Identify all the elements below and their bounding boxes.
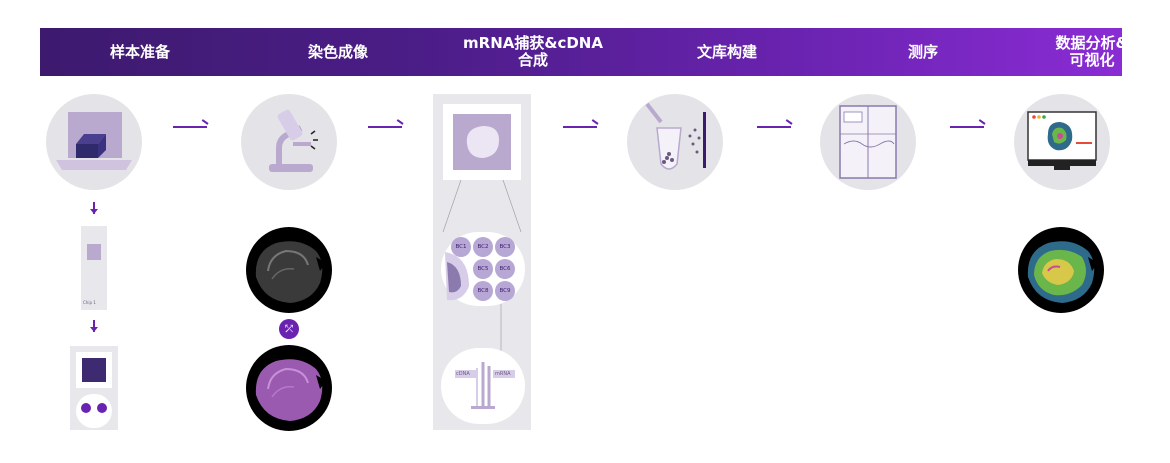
zoom-lines-icon [442, 179, 522, 356]
arrow-right-icon [173, 126, 207, 128]
spot-fragment-icon [445, 252, 469, 301]
barcode-spot: BC1 [451, 237, 471, 257]
arrow-right-icon [563, 126, 597, 128]
tissue-section-icon [466, 126, 499, 158]
spatial-expression-map-image [1018, 227, 1104, 313]
capture-panel: BC1 BC2 BC3 BC5 BC6 BC8 BC9 cDNA mRNA [433, 94, 531, 430]
chip-label: Chip 1 [83, 300, 96, 305]
sample-prep-icon [46, 94, 142, 190]
barcode-spot: BC3 [495, 237, 515, 257]
analysis-monitor-icon [1014, 94, 1110, 190]
barcode-spot: BC8 [473, 281, 493, 301]
arrow-right-icon [757, 126, 791, 128]
cdna-label: cDNA [456, 371, 470, 377]
barcode-spot: BC6 [495, 259, 515, 279]
step-label-data-analysis: 数据分析& 可视化 [1055, 34, 1129, 69]
barcode-spot: BC9 [495, 281, 515, 301]
barcode-spot: BC2 [473, 237, 493, 257]
sequencer-icon [820, 94, 916, 190]
chip-slide: Chip 1 [81, 226, 107, 310]
probe-strand-icon [455, 362, 515, 409]
step-label-sequencing: 测序 [907, 42, 938, 61]
overlay-icon: ⤱ [279, 319, 299, 339]
step-label-sample-prep: 样本准备 [109, 42, 170, 61]
library-tube-icon [627, 94, 723, 190]
barcode-spot: BC5 [473, 259, 493, 279]
microscope-icon [241, 94, 337, 190]
stained-tissue-he-image [246, 345, 332, 431]
arrow-right-icon [950, 126, 984, 128]
stained-tissue-grayscale-image [246, 227, 332, 313]
chip-detail-panel [70, 346, 118, 430]
arrow-down-icon [90, 202, 98, 214]
step-label-mrna-capture: mRNA捕获&cDNA 合成 [463, 34, 603, 69]
step-label-staining-imaging: 染色成像 [307, 42, 368, 61]
mrna-label: mRNA [495, 371, 511, 377]
arrow-right-icon [368, 126, 402, 128]
workflow-header-bar: 样本准备 染色成像 mRNA捕获&cDNA 合成 文库构建 测序 数据分析& 可… [40, 28, 1129, 76]
step-label-library-construction: 文库构建 [696, 42, 757, 61]
arrow-down-icon [90, 320, 98, 332]
probe-zoom-view [441, 348, 525, 424]
